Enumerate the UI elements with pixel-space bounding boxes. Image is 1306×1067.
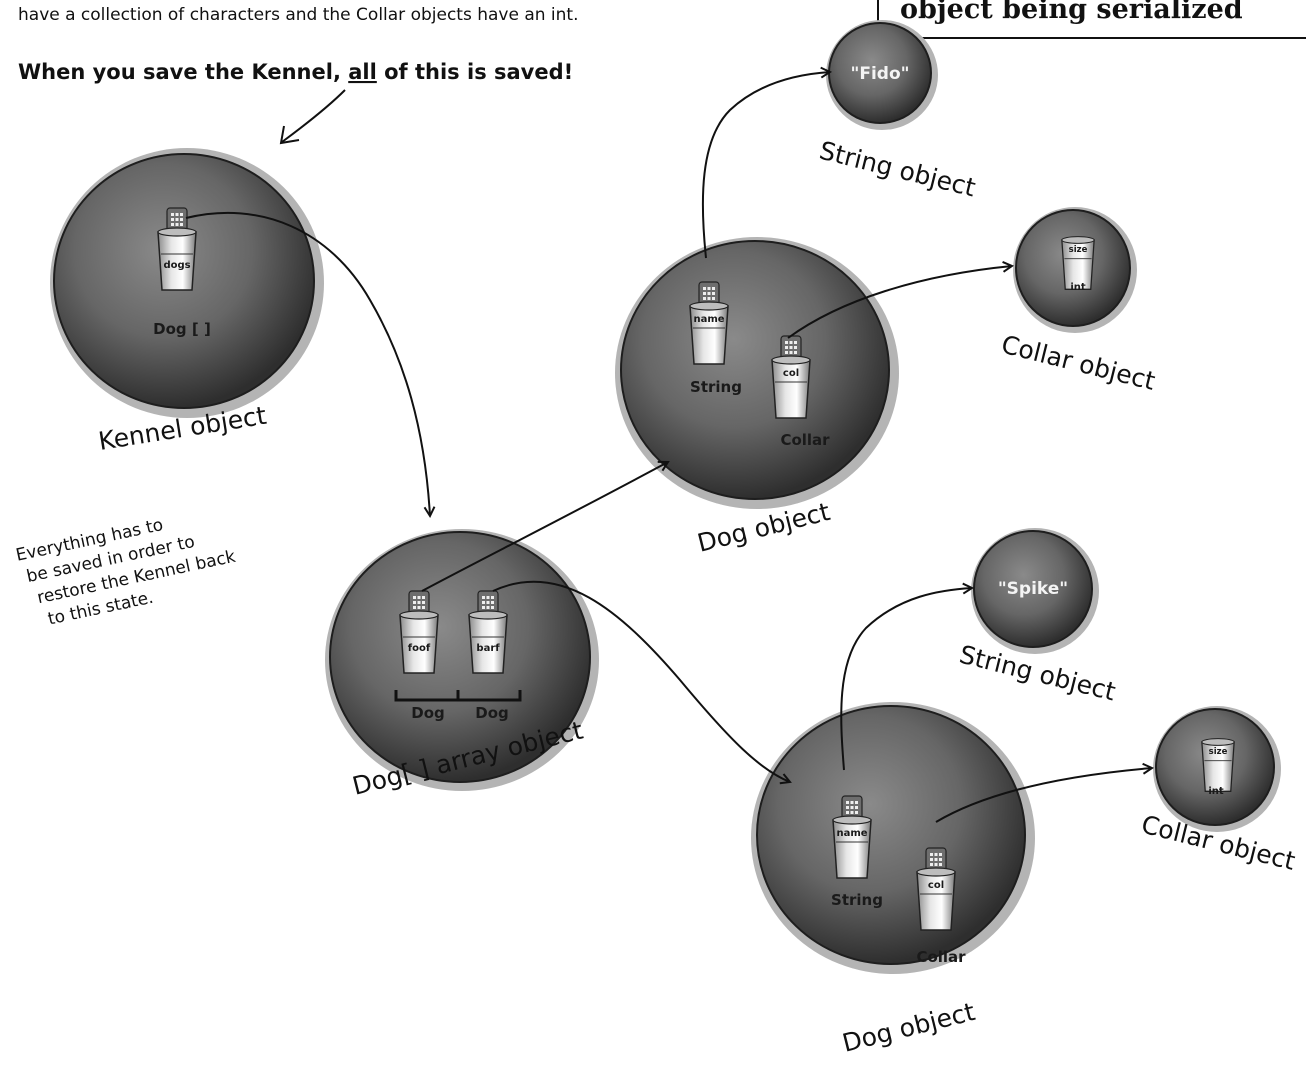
- kennel-type-label: Dog [ ]: [153, 320, 211, 338]
- collar-object-2: size int: [1153, 706, 1281, 832]
- collar2-size-value: size: [1202, 739, 1234, 792]
- string-object-fido: "Fido": [826, 20, 938, 130]
- headline-before: When you save the Kennel,: [18, 60, 348, 84]
- dog2-type-string: String: [831, 891, 883, 909]
- dog1-sphere: [621, 241, 889, 499]
- cup-icon: [917, 868, 955, 930]
- kennel-var-name: dogs: [163, 260, 190, 271]
- cup-icon: [772, 356, 810, 418]
- collar1-type-int: int: [1070, 282, 1086, 293]
- dog1-var-col: col: [783, 368, 799, 379]
- corner-label-box: object being serialized: [878, 0, 1306, 38]
- dog2-caption: Dog object: [839, 997, 978, 1058]
- cup-icon: [833, 816, 871, 878]
- dog2-var-name: name: [836, 828, 867, 839]
- string-object-spike: "Spike": [971, 528, 1099, 654]
- headline: When you save the Kennel, all of this is…: [18, 60, 573, 84]
- dog2-sphere: [757, 706, 1025, 964]
- cup-icon: [158, 228, 196, 290]
- collar2-var-size: size: [1209, 747, 1228, 757]
- dog1-type-collar: Collar: [780, 431, 830, 449]
- dog-array-var-foof: foof: [408, 643, 431, 654]
- arrow-dog1-to-fido: [703, 72, 830, 258]
- collar2-type-int: int: [1208, 786, 1224, 797]
- headline-emphasis: all: [348, 60, 377, 84]
- headline-pointer-arrow: [282, 90, 345, 142]
- dog-array-type-2: Dog: [475, 704, 509, 722]
- dog2-type-collar: Collar: [916, 948, 966, 966]
- dog-array-var-barf: barf: [476, 643, 500, 654]
- dog1-type-string: String: [690, 378, 742, 396]
- intro-text: have a collection of characters and the …: [18, 5, 579, 25]
- dog-array-type-1: Dog: [411, 704, 445, 722]
- collar1-var-size: size: [1069, 245, 1088, 255]
- collar1-caption: Collar object: [999, 330, 1159, 396]
- corner-box-text: object being serialized: [900, 0, 1243, 25]
- cup-icon: [469, 611, 507, 673]
- dog2-var-col: col: [928, 880, 944, 891]
- kennel-object: dogs Dog [ ]: [50, 148, 324, 418]
- side-note: Everything has to be saved in order to r…: [14, 502, 242, 634]
- cup-icon: [400, 611, 438, 673]
- collar-object-1: size int: [1013, 207, 1137, 333]
- string1-caption: String object: [817, 136, 979, 203]
- dog1-var-name: name: [693, 314, 724, 325]
- string1-value: "Fido": [850, 64, 909, 84]
- dog-object-2: name String col Collar: [751, 702, 1035, 974]
- string2-value: "Spike": [998, 579, 1068, 599]
- headline-after: of this is saved!: [377, 60, 573, 84]
- cup-icon: [690, 302, 728, 364]
